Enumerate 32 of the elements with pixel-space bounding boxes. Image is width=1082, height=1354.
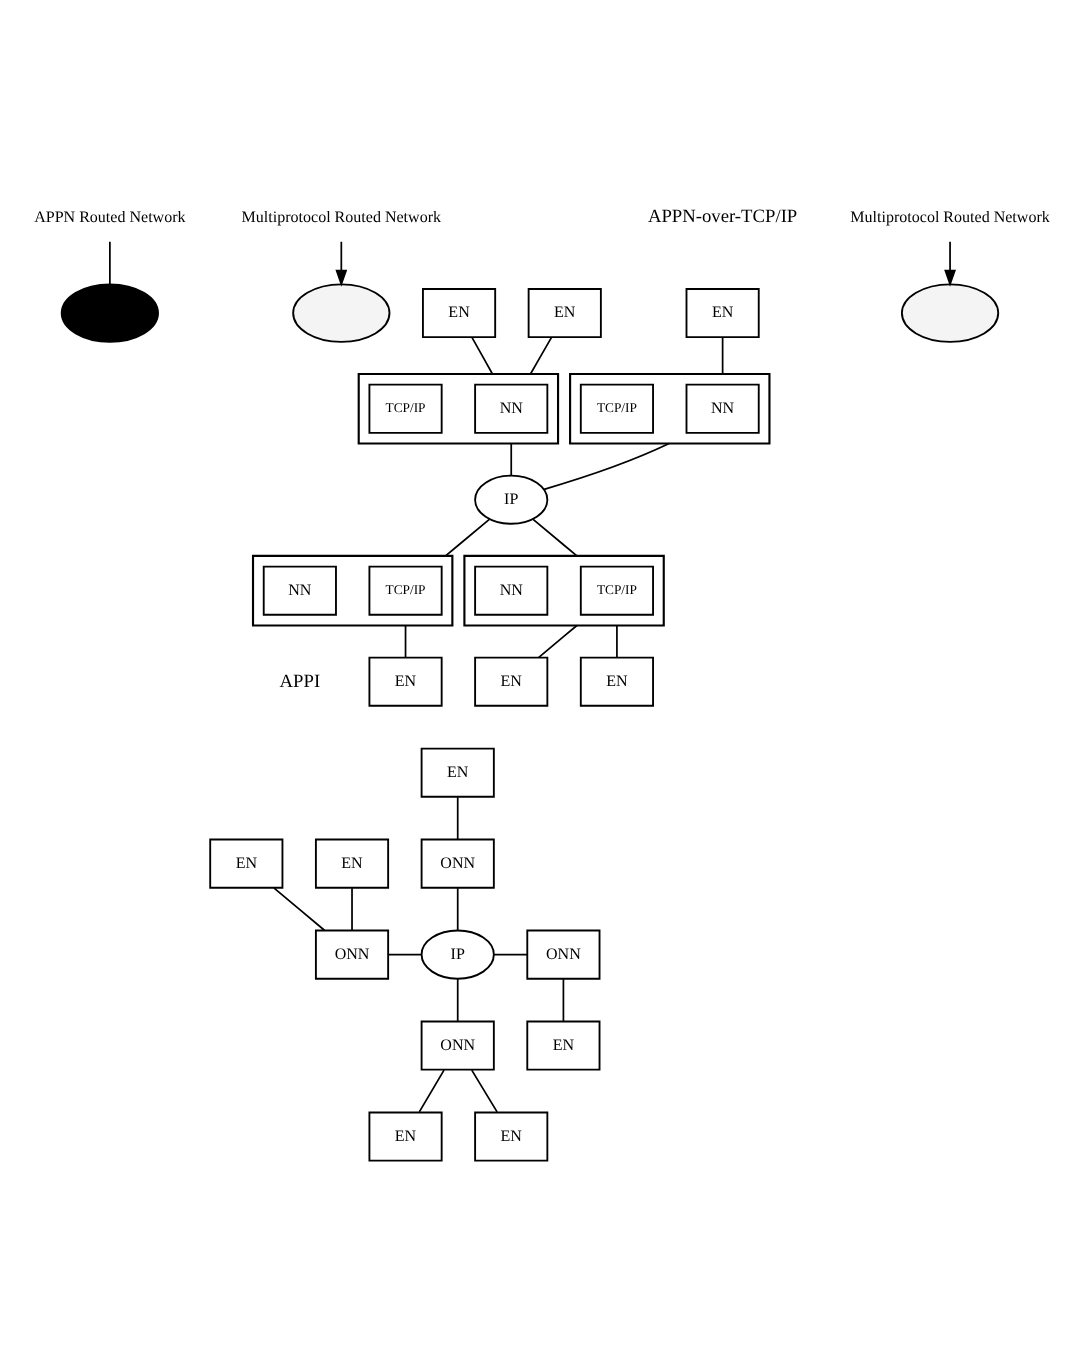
connector [456,887,459,931]
arrow [335,240,348,287]
cluster [463,554,665,627]
connector [537,624,578,659]
connector [543,442,670,491]
connector [456,796,459,840]
connector [470,1069,498,1113]
connector [444,518,491,557]
node-ellipse [60,283,159,343]
connector [471,336,494,375]
cluster [569,372,771,445]
connector [351,887,353,931]
connector [616,624,618,658]
connector [510,442,513,476]
connector [529,336,553,375]
node-ellipse [900,283,1000,343]
label: APPN-over-TCP/IP [647,208,798,229]
connector [418,1069,445,1113]
connector [109,240,111,285]
connector [387,953,423,956]
cluster [357,372,560,445]
arrow [944,240,956,287]
cluster [251,554,454,627]
connector [456,978,459,1022]
connector [532,518,578,557]
connector [273,887,326,932]
connector [493,953,528,956]
node-ellipse [292,283,391,343]
connector [562,978,565,1022]
connector [721,336,724,375]
connector [404,624,407,658]
label: APPI [279,672,321,693]
